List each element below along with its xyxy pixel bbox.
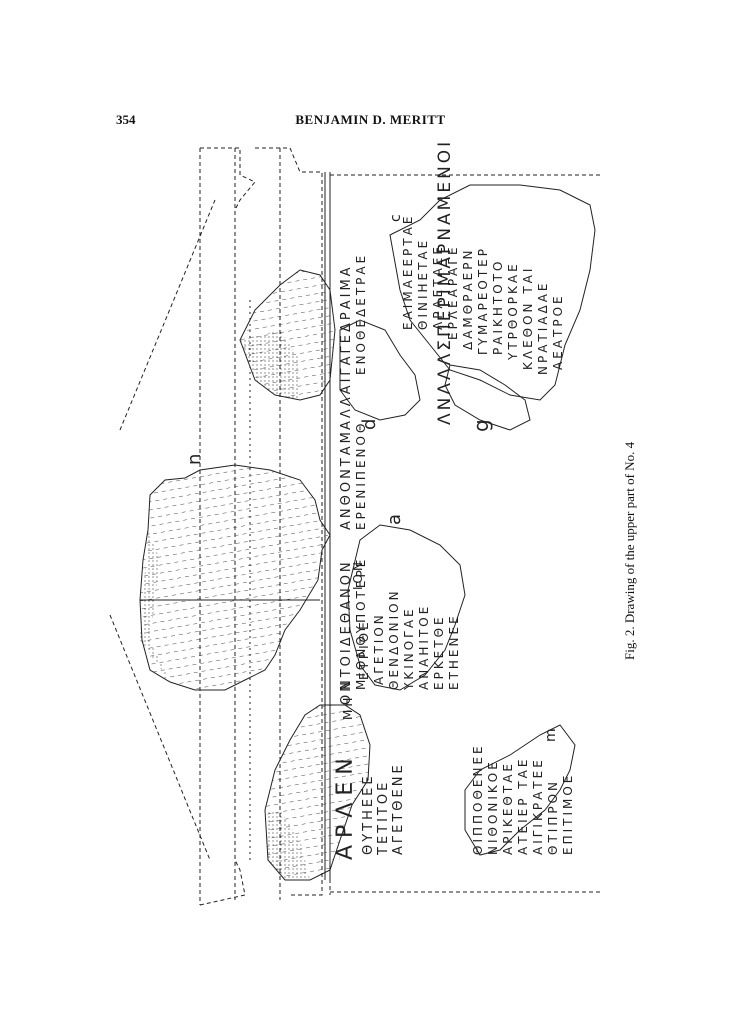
- fragment-m-line-1: ΘΙΠΠΟΘΕΝΕΕ: [471, 743, 485, 855]
- fragment-g: [444, 364, 531, 431]
- fragment-left-line-2: ΤΕΤΙΤΟΕ: [376, 780, 391, 856]
- fragment-c-line-7: ΡΑΙΚΗΤΟΤΟ: [491, 259, 505, 355]
- fragment-a-line-3: ΘΕΝΔΟΝΙΟΝ: [387, 588, 401, 690]
- fragment-m: [464, 724, 576, 856]
- fragment-c: [389, 184, 596, 401]
- fragment-label-c: c: [388, 214, 404, 222]
- fragment-c-line-4: ΕΡΛΕΑΡΑΓΕ: [446, 244, 460, 340]
- fragment-a-line-8: ΙΟΝ: [351, 559, 365, 590]
- inscription-line-7: ΜΙΟΝΘΥΠΟΤΕΡΕ: [354, 557, 368, 690]
- fragment-c-line-11: ΑΕΑΤΡΟΕ: [551, 293, 565, 370]
- fragment-upper-right: [239, 269, 336, 401]
- fragment-c-line-9: ΚΛΕΘΟΝ ΤΑΙ: [521, 266, 535, 370]
- fragment-label-a: a: [384, 514, 405, 525]
- fragment-c-text: ΕΑΙΜΑΕΕΡΤΑΕ ΘΙΝΙΗΕΤΑΕ ΛΡΑΕΤΑΕΕ ΕΡΛΕΑΡΑΓΕ…: [401, 214, 565, 375]
- fragment-left-line-1: ΘΥΤΗΕΕΕ: [361, 773, 376, 855]
- inscription-line-1: ΛΝΛΛΛΣΠΕΡΙΜΑΡΝΑΜΕΝΟΙ: [435, 139, 455, 425]
- fragment-a-line-4: ΥΚΙΝΟΓΑΕ: [402, 606, 416, 691]
- fragment-left-line-3: ΑΓΕΤΘΕΝΕ: [391, 762, 406, 855]
- fragment-c-line-6: ΓΥΜΑΡΕΟΤΕΡ: [476, 246, 490, 355]
- fragment-c-line-8: ΥΤΡΘΟΡΚΑΕ: [506, 261, 520, 361]
- fragment-c-line-2: ΘΙΝΙΗΕΤΑΕ: [416, 238, 430, 330]
- inscription-line-3: ΕΝΟΘΕΔΕΤΡΑΕ: [354, 253, 368, 375]
- fragment-label-n: n: [184, 454, 205, 465]
- fragment-label-g: g: [469, 419, 493, 432]
- inscription-line-8: ΑΡΛΕΝ: [333, 751, 358, 860]
- fragment-a-line-7: ΕΤΗΕΝΕΕ: [447, 613, 461, 690]
- fragment-c-line-10: ΝΡΑΤΙΑΔΑΕ: [536, 281, 550, 376]
- fragment-left: [264, 704, 371, 881]
- inscription-line-9: ΟΝ: [339, 679, 354, 705]
- fragment-left-text: ΘΥΤΗΕΕΕ ΤΕΤΙΤΟΕ ΑΓΕΤΘΕΝΕ: [361, 762, 406, 856]
- fragment-c-line-5: ΔΑΜΘΡΑΕΡΝ: [461, 248, 475, 350]
- inscription-line-4: ΑΝΘΟΝΤΑΜ: [339, 429, 354, 530]
- fragment-m-line-7: ΕΠΙΤΙΜΟΕ: [561, 773, 575, 855]
- inscription-line-5: ΕΡΕΝΙΠΕΝΟΘ: [354, 421, 368, 530]
- page-number: 354: [116, 112, 136, 127]
- fragment-a: [347, 524, 466, 691]
- fragment-a-line-2: ΑΓΕΤΙΟΝ: [372, 612, 386, 685]
- inscription-line-6: ΝΤΟΙΔΕΘΑΝΟΝ: [339, 559, 354, 690]
- fragment-a-line-9: ΜΗ: [341, 695, 355, 720]
- fragment-m-line-3: ΑΡΙΚΕΘΤΑΕ: [501, 761, 515, 855]
- inscription-line-2: ΑΛΛΑΙΓΑΓΕΔΡΑΙΜΑ: [339, 264, 354, 430]
- fragment-label-d: d: [359, 419, 380, 430]
- fragment-a-text: ΕΤΡΙΘΕ ΑΓΕΤΙΟΝ ΘΕΝΔΟΝΙΟΝ ΥΚΙΝΟΓΑΕ ΑΝΑΗΙΤ…: [341, 559, 461, 720]
- fragment-a-line-6: ΕΡΚΕΤΘΕ: [432, 614, 446, 690]
- fragment-a-line-1: ΕΤΡΙΘΕ: [357, 619, 371, 680]
- fragment-m-line-5: ΑΙΓΙΚΡΑΤΕΕ: [531, 757, 545, 855]
- fragment-m-line-6: ΘΤΙΠΡΟΝ: [546, 779, 560, 855]
- fragment-left-top-text: ΑΡΛΕΝ: [338, 856, 341, 860]
- fragment-n: [139, 464, 331, 691]
- fragment-m-line-2: ΝΙΘΟΝΙΚΟΕ: [486, 759, 500, 855]
- fragment-a-line-5: ΑΝΑΗΙΤΟΕ: [417, 604, 431, 690]
- fragment-m-text: ΘΙΠΠΟΘΕΝΕΕ ΝΙΘΟΝΙΚΟΕ ΑΡΙΚΕΘΤΑΕ ΑΤΕΙΕΡ ΤΑ…: [471, 743, 575, 855]
- author-name: BENJAMIN D. MERITT: [295, 112, 446, 127]
- fragment-c-line-1: ΕΑΙΜΑΕΕΡΤΑΕ: [401, 214, 415, 330]
- figure-caption: Fig. 2. Drawing of the upper part of No.…: [622, 441, 637, 660]
- fragment-d: [339, 319, 421, 421]
- running-head: 354 BENJAMIN D. MERITT: [0, 112, 741, 132]
- fragment-c-line-3: ΛΡΑΕΤΑΕΕ: [431, 244, 445, 330]
- fragment-label-m: m: [543, 728, 559, 742]
- fragment-m-line-4: ΑΤΕΙΕΡ ΤΑΕ: [516, 757, 530, 855]
